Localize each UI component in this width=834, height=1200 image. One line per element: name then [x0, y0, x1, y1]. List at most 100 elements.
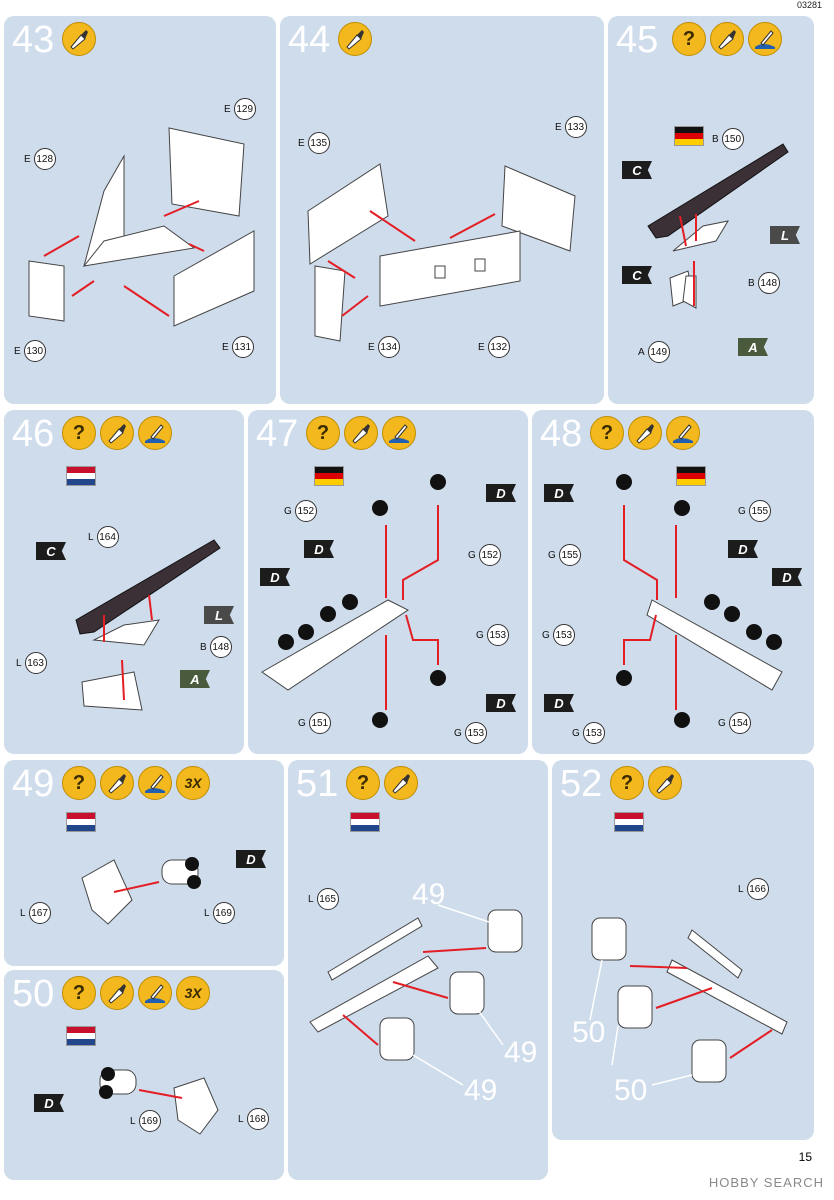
- sheet-letter: G: [476, 629, 484, 641]
- brush-icon: [628, 416, 662, 450]
- step-number: 52: [560, 763, 603, 805]
- sheet-letter: B: [200, 641, 207, 653]
- part-number: 153: [486, 624, 509, 646]
- sheet-letter: L: [20, 907, 26, 919]
- part-tag-d: D: [544, 484, 574, 502]
- sheet-letter: L: [130, 1115, 136, 1127]
- question-icon: ?: [62, 976, 96, 1010]
- sheet-letter: E: [298, 137, 305, 149]
- document-reference: 03281: [796, 0, 822, 10]
- question-icon: ?: [590, 416, 624, 450]
- sheet-letter: G: [298, 717, 306, 729]
- brush-icon: [710, 22, 744, 56]
- part-tag-l: L: [770, 226, 800, 244]
- paint-icon: [382, 416, 416, 450]
- part-number: 148: [209, 636, 232, 658]
- flag-germany: [674, 126, 704, 146]
- sheet-letter: L: [16, 657, 22, 669]
- part-number: 153: [582, 722, 605, 744]
- step-number: 46: [12, 413, 55, 455]
- sheet-letter: G: [738, 505, 746, 517]
- brush-icon: [100, 766, 134, 800]
- sheet-letter: E: [222, 341, 229, 353]
- step-46-illustration: [75, 539, 221, 711]
- sheet-letter: G: [454, 727, 462, 739]
- sheet-letter: G: [542, 629, 550, 641]
- part-number: 155: [748, 500, 771, 522]
- part-tag-d: D: [728, 540, 758, 558]
- part-tag-c: C: [622, 266, 652, 284]
- flag-netherlands: [66, 812, 96, 832]
- part-tag-d: D: [236, 850, 266, 868]
- brush-icon: [384, 766, 418, 800]
- sheet-letter: E: [24, 153, 31, 165]
- flag-netherlands: [66, 1026, 96, 1046]
- sheet-letter: E: [14, 345, 21, 357]
- step-reference: 50: [614, 1074, 648, 1107]
- part-number: 151: [308, 712, 331, 734]
- part-tag-a: A: [738, 338, 768, 356]
- step-number: 51: [296, 763, 339, 805]
- part-tag-d: D: [544, 694, 574, 712]
- question-icon: ?: [610, 766, 644, 800]
- multiplier-badge: 3X: [176, 766, 210, 800]
- paint-icon: [666, 416, 700, 450]
- part-tag-d: D: [486, 694, 516, 712]
- part-number: 163: [24, 652, 47, 674]
- question-icon: ?: [62, 416, 96, 450]
- brush-icon: [100, 416, 134, 450]
- paint-icon: [748, 22, 782, 56]
- multiplier-badge: 3X: [176, 976, 210, 1010]
- flag-netherlands: [350, 812, 380, 832]
- part-tag-d: D: [304, 540, 334, 558]
- part-number: 134: [377, 336, 400, 358]
- part-number: 150: [721, 128, 744, 150]
- sheet-letter: L: [204, 907, 210, 919]
- step-52-illustration: [589, 917, 788, 1086]
- sheet-letter: E: [555, 121, 562, 133]
- step-number: 50: [12, 973, 55, 1015]
- part-number: 164: [96, 526, 119, 548]
- part-number: 133: [564, 116, 587, 138]
- flag-germany: [314, 466, 344, 486]
- part-tag-c: C: [622, 161, 652, 179]
- brush-icon: [344, 416, 378, 450]
- part-number: 169: [212, 902, 235, 924]
- question-icon: ?: [306, 416, 340, 450]
- brush-icon: [648, 766, 682, 800]
- sheet-letter: E: [478, 341, 485, 353]
- sheet-letter: B: [748, 277, 755, 289]
- step-reference: 49: [464, 1074, 498, 1107]
- part-tag-d: D: [772, 568, 802, 586]
- sheet-letter: L: [88, 531, 94, 543]
- part-number: 155: [558, 544, 581, 566]
- step-number: 48: [540, 413, 583, 455]
- brush-icon: [62, 22, 96, 56]
- step-reference: 50: [572, 1016, 606, 1049]
- part-tag-d: D: [260, 568, 290, 586]
- step-48-illustration: [616, 474, 783, 728]
- part-number: 130: [23, 340, 46, 362]
- sheet-letter: G: [548, 549, 556, 561]
- part-tag-d: D: [486, 484, 516, 502]
- step-number: 43: [12, 19, 55, 61]
- part-number: 165: [316, 888, 339, 910]
- part-number: 131: [231, 336, 254, 358]
- sheet-letter: L: [238, 1113, 244, 1125]
- sheet-letter: E: [368, 341, 375, 353]
- paint-icon: [138, 766, 172, 800]
- sheet-letter: E: [224, 103, 231, 115]
- part-number: 152: [478, 544, 501, 566]
- step-number: 45: [616, 19, 659, 61]
- sheet-letter: A: [638, 346, 645, 358]
- part-number: 135: [307, 132, 330, 154]
- flag-netherlands: [66, 466, 96, 486]
- question-icon: ?: [672, 22, 706, 56]
- part-tag-l: L: [204, 606, 234, 624]
